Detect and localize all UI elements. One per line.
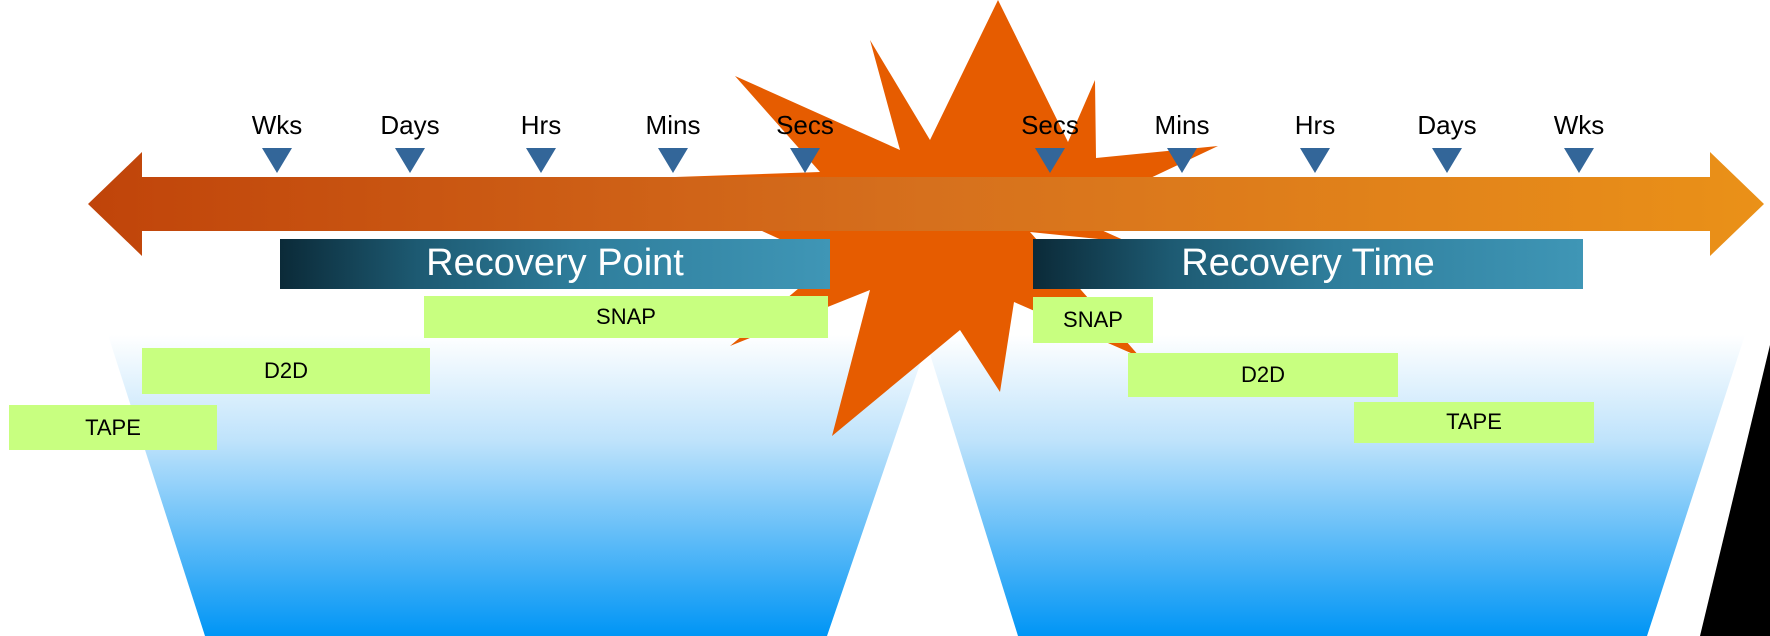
timeline-arrow: [88, 152, 1764, 256]
right-tick-marker-icon: [1035, 148, 1065, 173]
right-tick-label-wks: Wks: [1554, 110, 1605, 140]
left-tick-label-wks: Wks: [252, 110, 303, 140]
right-tick-label-secs: Secs: [1021, 110, 1079, 140]
left-tick-marker-icon: [262, 148, 292, 173]
left-d2d-bar: [142, 348, 430, 394]
right-tick-marker-icon: [1564, 148, 1594, 173]
right-snap-label: SNAP: [1063, 307, 1123, 332]
left-tick-label-hrs: Hrs: [521, 110, 561, 140]
right-tick-label-days: Days: [1417, 110, 1476, 140]
left-tape-bar: [9, 405, 217, 450]
left-funnel: [108, 335, 930, 636]
right-tick-group: Secs Mins Hrs Days Wks: [1021, 110, 1604, 173]
recovery-time-banner: [1033, 239, 1583, 289]
left-tick-marker-icon: [395, 148, 425, 173]
right-snap-bar: [1033, 297, 1153, 343]
right-tick-marker-icon: [1432, 148, 1462, 173]
right-tick-label-mins: Mins: [1155, 110, 1210, 140]
left-tick-label-secs: Secs: [776, 110, 834, 140]
left-tick-label-mins: Mins: [646, 110, 701, 140]
left-tick-marker-icon: [790, 148, 820, 173]
right-tick-marker-icon: [1300, 148, 1330, 173]
right-tick-label-hrs: Hrs: [1295, 110, 1335, 140]
left-tick-group: Wks Days Hrs Mins Secs: [252, 110, 834, 173]
left-d2d-label: D2D: [264, 358, 308, 383]
recovery-point-label: Recovery Point: [426, 242, 684, 284]
right-d2d-label: D2D: [1241, 362, 1285, 387]
right-d2d-bar: [1128, 353, 1398, 397]
right-tape-bar: [1354, 402, 1594, 443]
left-snap-bar: [424, 296, 828, 338]
right-tick-marker-icon: [1167, 148, 1197, 173]
right-tape-label: TAPE: [1446, 409, 1502, 434]
left-snap-label: SNAP: [596, 304, 656, 329]
left-tick-label-days: Days: [380, 110, 439, 140]
recovery-point-banner: [280, 239, 830, 289]
left-tick-marker-icon: [658, 148, 688, 173]
black-corner-shape: [1700, 345, 1770, 636]
left-tick-marker-icon: [526, 148, 556, 173]
left-tape-label: TAPE: [85, 415, 141, 440]
recovery-time-label: Recovery Time: [1181, 242, 1434, 284]
